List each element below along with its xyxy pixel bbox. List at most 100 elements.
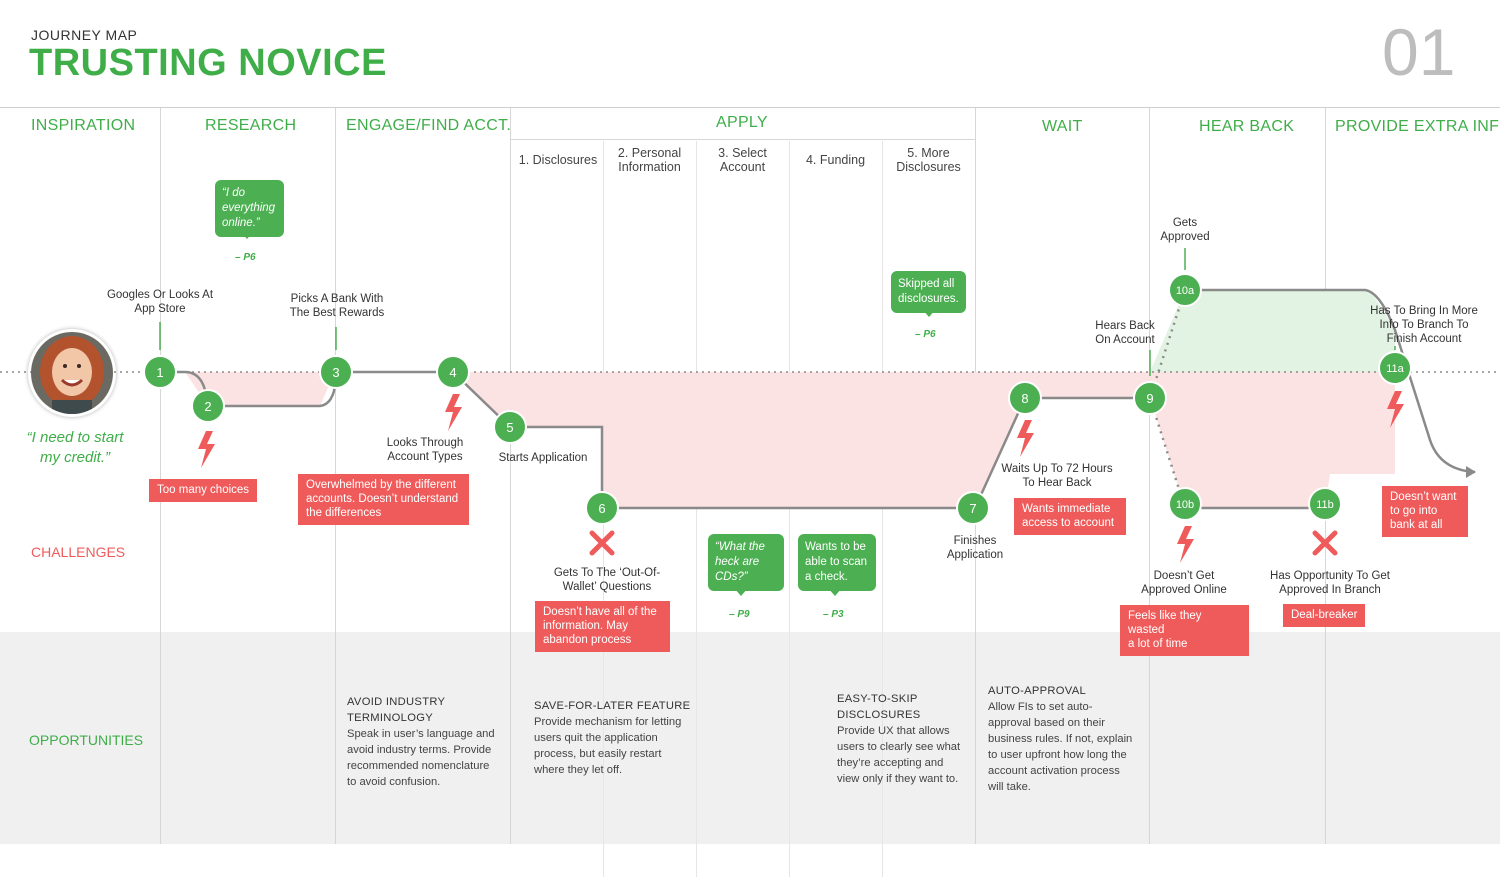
phase-inspiration: INSPIRATION — [31, 117, 136, 134]
bubble-tail — [828, 588, 842, 596]
pain-point: Deal-breaker — [1283, 604, 1366, 627]
phase-research: RESEARCH — [205, 117, 297, 134]
step-node-11a: 11a — [1378, 351, 1412, 385]
header-divider — [0, 107, 1500, 108]
node-label: 9 — [1146, 391, 1153, 406]
x-mark-icon — [1312, 530, 1338, 556]
persona-quote: “I need to start my credit.” — [26, 429, 124, 466]
node-label: 8 — [1021, 391, 1028, 406]
opportunity-avoid-terminology: AVOID INDUSTRY TERMINOLOGY Speak in user… — [347, 696, 495, 788]
participant-id: – P6 — [235, 252, 256, 263]
approved-path — [1185, 288, 1476, 474]
row-label-challenges: CHALLENGES — [31, 544, 126, 560]
journey-map-label: JOURNEY MAP — [31, 27, 138, 43]
declined-branch — [1148, 397, 1187, 509]
row-label-opportunities: OPPORTUNITIES — [29, 732, 144, 748]
node-label: 11b — [1316, 499, 1334, 511]
step-node-11b: 11b — [1308, 487, 1342, 521]
step-node-3: 3 — [319, 355, 353, 389]
arrow-head — [1466, 466, 1476, 478]
step-node-6: 6 — [585, 491, 619, 525]
apply-step-funding: 4. Funding — [805, 153, 866, 167]
lightning-icon — [1177, 526, 1194, 563]
node-label: 3 — [332, 365, 339, 380]
step-node-2: 2 — [191, 389, 225, 423]
step-node-9: 9 — [1133, 381, 1167, 415]
node-label: 2 — [204, 399, 211, 414]
node-label: 5 — [506, 420, 513, 435]
step-node-1: 1 — [143, 355, 177, 389]
node-label: 11a — [1386, 363, 1404, 375]
node-label: 7 — [969, 501, 976, 516]
phase-hear-back: HEAR BACK — [1199, 118, 1295, 135]
participant-id: – P3 — [823, 609, 844, 620]
avatar — [28, 329, 116, 417]
column-divider — [510, 108, 511, 844]
bubble-tail — [734, 588, 748, 596]
phase-engage: ENGAGE/FIND ACCT. — [346, 117, 512, 134]
step-node-4: 4 — [436, 355, 470, 389]
lightning-icon — [1017, 420, 1034, 457]
bubble-tail — [922, 309, 936, 317]
journey-path-diagram: 1 2 3 4 5 6 7 8 9 10a 10b 11a 11b — [0, 248, 1500, 563]
opportunity-easy-to-skip: EASY-TO-SKIP DISCLOSURES Provide UX that… — [837, 693, 961, 785]
node-label: 10b — [1176, 499, 1194, 511]
bubble-tail — [240, 231, 254, 239]
page-number: 01 — [1382, 15, 1456, 89]
column-divider — [1149, 108, 1150, 844]
x-mark-icon — [589, 530, 615, 556]
step-node-8: 8 — [1008, 381, 1042, 415]
column-divider — [160, 108, 161, 844]
approved-branch — [1148, 289, 1187, 399]
opportunity-save-for-later: SAVE-FOR-LATER FEATURE Provide mechanism… — [534, 700, 691, 776]
step-label-wallet-questions: Gets To The ‘Out-Of-Wallet’ Questions — [553, 567, 661, 593]
node-label: 10a — [1176, 285, 1195, 297]
step-node-7: 7 — [956, 491, 990, 525]
positive-band — [1150, 290, 1395, 372]
lightning-icon — [445, 394, 462, 431]
participant-id: – P9 — [729, 609, 750, 620]
persona-photo — [31, 332, 113, 414]
lightning-icon — [1387, 391, 1404, 428]
step-node-5: 5 — [493, 410, 527, 444]
step-label-starts-application: Starts Application — [498, 452, 588, 464]
phase-provide-extra-info: PROVIDE EXTRA INFO* — [1335, 118, 1500, 135]
apply-step-disclosures: 1. Disclosures — [518, 153, 598, 167]
apply-divider — [511, 139, 975, 140]
pain-point: Too many choices — [149, 479, 258, 502]
negative-band — [160, 372, 1395, 508]
participant-id: – P6 — [915, 329, 936, 340]
phase-apply: APPLY — [716, 114, 768, 131]
node-label: 1 — [156, 365, 163, 380]
step-node-10a: 10a — [1168, 273, 1202, 307]
persona-title: TRUSTING NOVICE — [29, 42, 387, 84]
opportunities-band — [0, 632, 1500, 844]
step-node-10b: 10b — [1168, 487, 1202, 521]
node-label: 4 — [449, 365, 456, 380]
node-label: 6 — [598, 501, 605, 516]
phase-wait: WAIT — [1042, 118, 1083, 135]
lightning-icon — [198, 431, 215, 468]
